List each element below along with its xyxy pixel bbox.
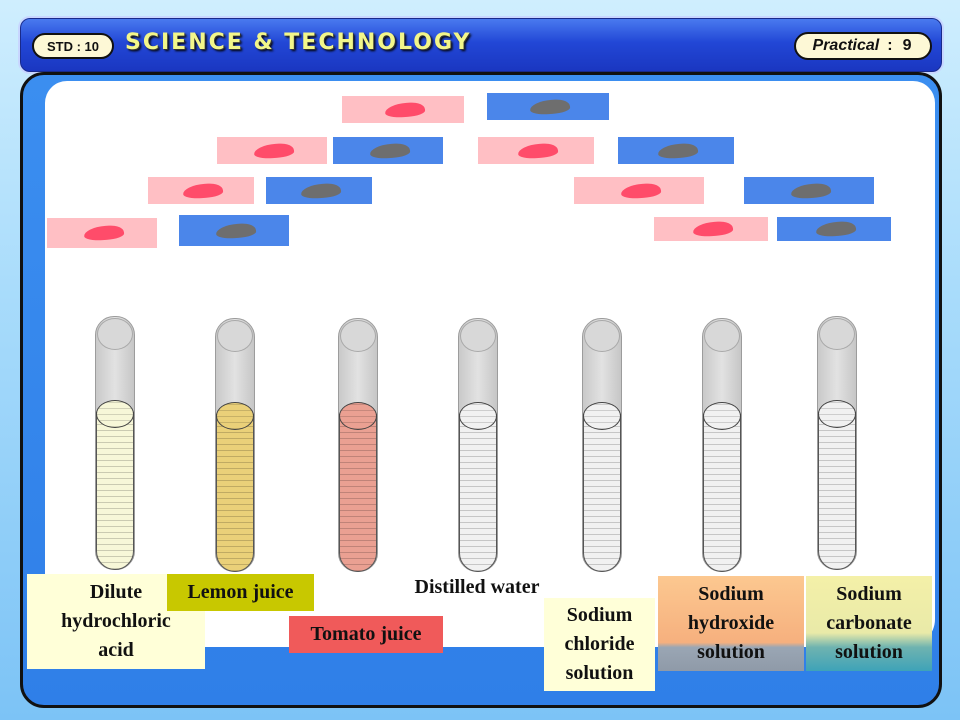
tube-liquid bbox=[459, 414, 497, 572]
grey-spot bbox=[300, 182, 342, 199]
test-tube-dilute-hcl bbox=[95, 316, 137, 572]
red-litmus-strip bbox=[574, 177, 704, 204]
std-badge: STD : 10 bbox=[32, 33, 114, 59]
practical-separator: : bbox=[887, 37, 893, 54]
label-lemon-juice: Lemon juice bbox=[167, 574, 314, 611]
grey-spot bbox=[815, 220, 857, 238]
red-spot bbox=[517, 142, 559, 159]
practical-badge: Practical : 9 bbox=[794, 32, 932, 60]
test-tube-sodium-hydroxide bbox=[702, 318, 744, 574]
test-tube-sodium-carbonate bbox=[817, 316, 859, 572]
tube-liquid bbox=[818, 412, 856, 570]
test-tube-sodium-chloride bbox=[582, 318, 624, 574]
tube-liquid bbox=[96, 412, 134, 570]
red-spot bbox=[692, 220, 734, 238]
grey-spot bbox=[790, 182, 832, 199]
red-spot bbox=[83, 224, 125, 242]
red-litmus-strip bbox=[478, 137, 594, 164]
label-distilled-water: Distilled water bbox=[414, 575, 540, 598]
grey-spot bbox=[657, 142, 699, 159]
tube-liquid bbox=[703, 414, 741, 572]
red-spot bbox=[620, 182, 662, 199]
grey-spot bbox=[529, 98, 571, 115]
red-litmus-strip bbox=[654, 217, 768, 241]
blue-litmus-strip bbox=[618, 137, 734, 164]
test-tube-tomato-juice bbox=[338, 318, 380, 574]
blue-litmus-strip bbox=[744, 177, 874, 204]
page-title: SCIENCE & TECHNOLOGY bbox=[125, 30, 472, 55]
label-sodium-hydroxide: Sodium hydroxide solution bbox=[658, 576, 804, 671]
tube-liquid bbox=[339, 414, 377, 572]
practical-number: 9 bbox=[902, 37, 914, 54]
red-litmus-strip bbox=[47, 218, 157, 248]
header-bar: STD : 10 SCIENCE & TECHNOLOGY Practical … bbox=[18, 16, 944, 74]
test-tube-distilled-water bbox=[458, 318, 500, 574]
label-sodium-chloride: Sodium chloride solution bbox=[544, 598, 655, 691]
tube-liquid bbox=[583, 414, 621, 572]
tube-liquid bbox=[216, 414, 254, 572]
red-litmus-strip bbox=[148, 177, 254, 204]
red-spot bbox=[384, 101, 426, 118]
red-litmus-strip bbox=[217, 137, 327, 164]
blue-litmus-strip bbox=[333, 137, 443, 164]
test-tube-lemon-juice bbox=[215, 318, 257, 574]
red-spot bbox=[182, 182, 224, 199]
blue-litmus-strip bbox=[179, 215, 289, 246]
blue-litmus-strip bbox=[777, 217, 891, 241]
blue-litmus-strip bbox=[487, 93, 609, 120]
blue-litmus-strip bbox=[266, 177, 372, 204]
red-litmus-strip bbox=[342, 96, 464, 123]
practical-label: Practical bbox=[812, 37, 880, 54]
label-sodium-carbonate: Sodium carbonate solution bbox=[806, 576, 932, 671]
grey-spot bbox=[215, 222, 257, 239]
red-spot bbox=[253, 142, 295, 159]
grey-spot bbox=[369, 142, 411, 159]
label-tomato-juice: Tomato juice bbox=[289, 616, 443, 653]
